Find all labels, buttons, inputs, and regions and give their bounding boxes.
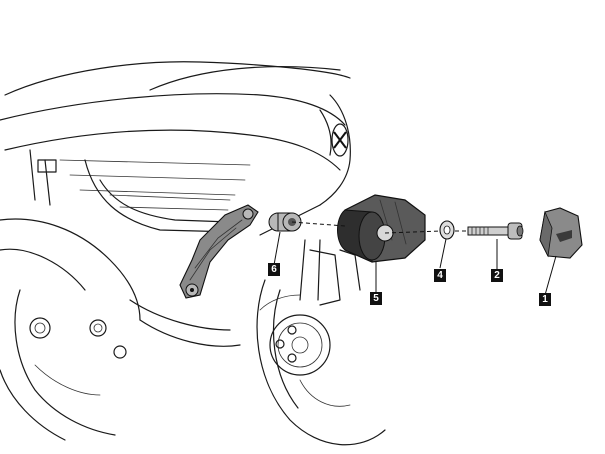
callout-leader-lines bbox=[273, 231, 557, 296]
callout-label-2: 2 bbox=[491, 269, 503, 282]
fairing-logo-badge bbox=[331, 123, 349, 157]
callout-label-1: 1 bbox=[539, 293, 551, 306]
assembly-axis-dashed-line bbox=[291, 221, 468, 234]
part-1-end-cap bbox=[539, 207, 583, 259]
part-2-bolt bbox=[467, 222, 524, 240]
motorcycle-body-outline bbox=[0, 61, 351, 441]
callout-label-6: 6 bbox=[268, 263, 280, 276]
part-4-washer bbox=[439, 220, 455, 240]
callout-label-4: 4 bbox=[434, 269, 446, 282]
part-6-spacer bbox=[268, 212, 302, 232]
part-5-slider-puck bbox=[337, 194, 426, 263]
part-6-mounting-bracket bbox=[179, 204, 259, 299]
callout-label-5: 5 bbox=[370, 292, 382, 305]
